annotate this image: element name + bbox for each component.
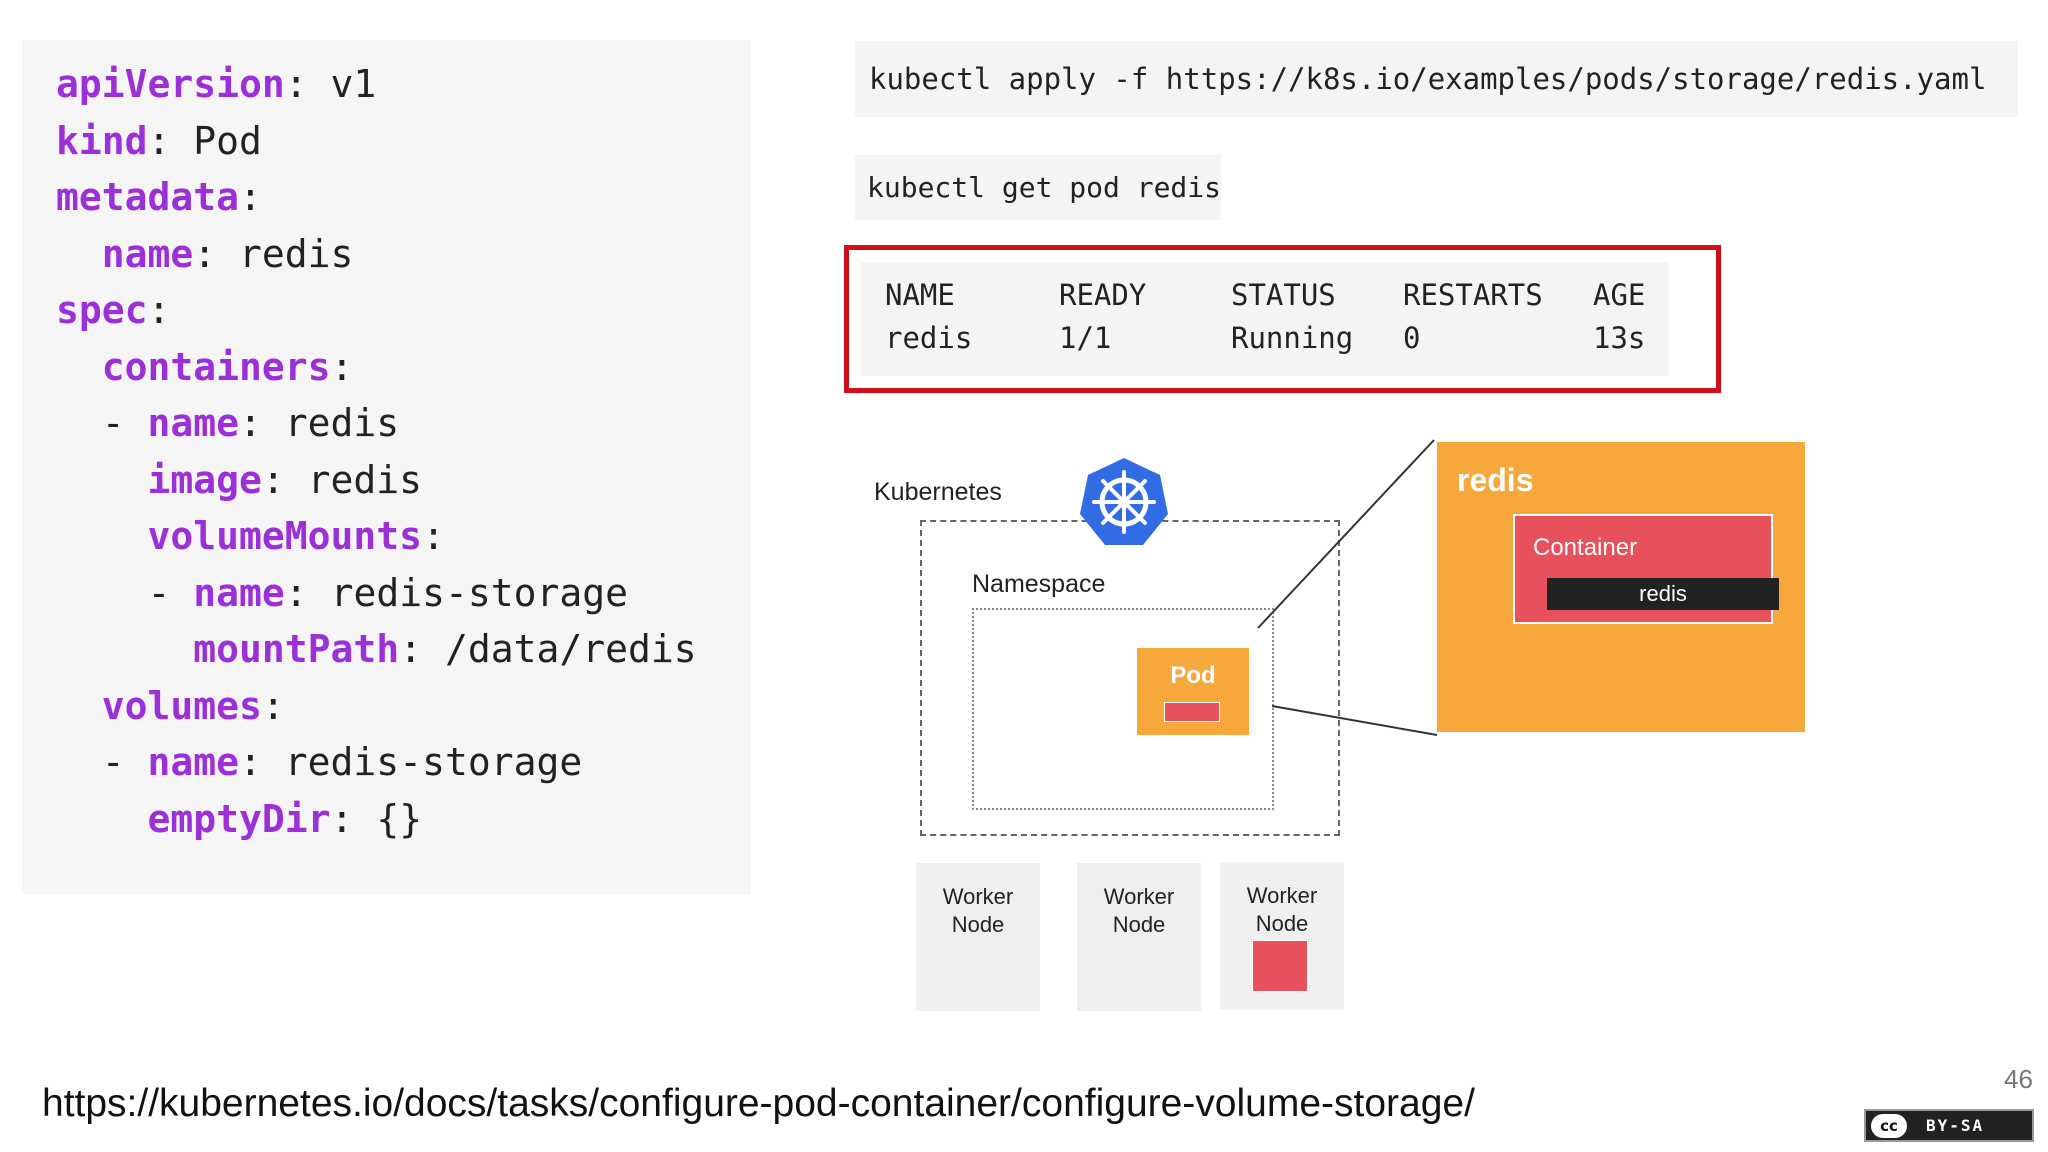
yaml-key: name [147, 740, 240, 784]
kubectl-get-command: kubectl get pod redis [855, 155, 1221, 220]
yaml-separator: : [147, 288, 171, 332]
yaml-separator: : [193, 231, 240, 276]
yaml-separator: : [422, 514, 445, 558]
worker-node-label: Worker Node [942, 884, 1014, 937]
license-text: BY-SA [1926, 1116, 1985, 1135]
yaml-indent [56, 458, 148, 502]
yaml-separator: : [239, 740, 285, 784]
page-number: 46 [2004, 1064, 2033, 1094]
yaml-key: containers [101, 344, 331, 389]
pod-status-table: NAME READY STATUS RESTARTS AGE redis 1/1… [861, 262, 1669, 376]
yaml-key: name [193, 570, 285, 615]
header-ready: READY [1059, 278, 1147, 312]
yaml-line: apiVersion: v1 [56, 56, 376, 112]
yaml-line: name: redis [56, 226, 354, 282]
kubernetes-logo-icon [1080, 458, 1168, 545]
yaml-key: mountPath [193, 627, 400, 671]
worker-node-3: Worker Node [1220, 862, 1344, 1010]
yaml-line: kind: Pod [56, 113, 262, 169]
yaml-line: volumes: [56, 678, 285, 734]
yaml-line: metadata: [56, 169, 262, 225]
cell-age: 13s [1593, 321, 1646, 355]
pod-label: Pod [1170, 662, 1216, 689]
worker-node-1: Worker Node [916, 863, 1040, 1011]
yaml-value: Pod [193, 118, 262, 163]
header-restarts: RESTARTS [1403, 278, 1543, 312]
yaml-value: redis [284, 401, 400, 445]
source-url[interactable]: https://kubernetes.io/docs/tasks/configu… [42, 1082, 1475, 1125]
yaml-indent [56, 627, 193, 671]
kubectl-apply-command: kubectl apply -f https://k8s.io/examples… [855, 41, 2018, 117]
yaml-line: image: redis [56, 452, 423, 508]
cell-restarts: 0 [1403, 321, 1421, 355]
yaml-value: redis-storage [284, 740, 583, 784]
yaml-separator: : [330, 796, 377, 841]
yaml-value: redis [307, 457, 423, 502]
yaml-separator: : [239, 175, 262, 219]
yaml-key: name [147, 401, 240, 445]
cc-icon: cc [1871, 1114, 1907, 1138]
yaml-indent [56, 684, 102, 728]
yaml-indent: - [56, 570, 194, 615]
pod-status-output: NAME READY STATUS RESTARTS AGE redis 1/1… [844, 245, 1721, 393]
container-label: Container [1533, 534, 1638, 561]
yaml-value: redis [239, 231, 354, 276]
header-status: STATUS [1231, 278, 1336, 312]
worker-node-label: Worker Node [1246, 883, 1318, 936]
yaml-line: - name: redis [56, 395, 399, 451]
yaml-line: volumeMounts: [56, 508, 445, 564]
worker-node-label: Worker Node [1103, 884, 1175, 937]
yaml-indent [56, 345, 102, 389]
yaml-separator: : [147, 118, 194, 163]
yaml-indent: - [56, 740, 148, 784]
yaml-separator: : [399, 627, 445, 671]
yaml-separator: : [284, 570, 331, 615]
pod-box: Pod [1137, 648, 1249, 735]
yaml-line: - name: redis-storage [56, 734, 582, 790]
yaml-key: metadata [56, 175, 240, 219]
scheduled-pod-marker [1252, 940, 1308, 992]
worker-node-2: Worker Node [1077, 863, 1201, 1011]
yaml-value: {} [376, 796, 423, 841]
yaml-line: spec: [56, 282, 170, 338]
pod-container-mini [1164, 702, 1220, 722]
yaml-key: name [101, 231, 194, 276]
yaml-line: containers: [56, 339, 354, 395]
cell-name: redis [885, 321, 973, 355]
yaml-separator: : [330, 344, 354, 389]
yaml-key: apiVersion [56, 62, 285, 106]
yaml-line: - name: redis-storage [56, 565, 628, 621]
yaml-indent [56, 232, 102, 276]
yaml-value: /data/redis [444, 627, 697, 671]
yaml-value: redis-storage [330, 570, 628, 615]
yaml-separator: : [284, 62, 331, 106]
yaml-value: v1 [330, 62, 377, 106]
container-box: Container redis [1513, 514, 1779, 624]
cell-status: Running [1231, 321, 1354, 355]
header-age: AGE [1593, 278, 1646, 312]
yaml-indent: - [56, 401, 148, 445]
pod-detail-panel: redis Container redis [1437, 442, 1805, 732]
yaml-key: kind [56, 118, 148, 163]
cluster-label: Kubernetes [874, 478, 1002, 506]
yaml-separator: : [261, 457, 308, 502]
yaml-key: volumes [101, 683, 262, 728]
yaml-indent [56, 514, 148, 558]
yaml-line: mountPath: /data/redis [56, 621, 697, 677]
yaml-separator: : [261, 683, 285, 728]
cc-by-sa-license-badge[interactable]: cc BY-SA [1864, 1109, 2034, 1142]
yaml-key: spec [56, 288, 148, 332]
namespace-label: Namespace [972, 570, 1106, 598]
yaml-key: volumeMounts [147, 514, 423, 558]
yaml-key: emptyDir [147, 796, 331, 841]
yaml-line: emptyDir: {} [56, 791, 423, 847]
pod-detail-title: redis [1457, 462, 1534, 498]
cell-ready: 1/1 [1059, 321, 1112, 355]
header-name: NAME [885, 278, 955, 312]
yaml-indent [56, 797, 148, 841]
container-image-label: redis [1547, 578, 1779, 610]
yaml-key: image [147, 457, 262, 502]
yaml-separator: : [239, 401, 285, 445]
